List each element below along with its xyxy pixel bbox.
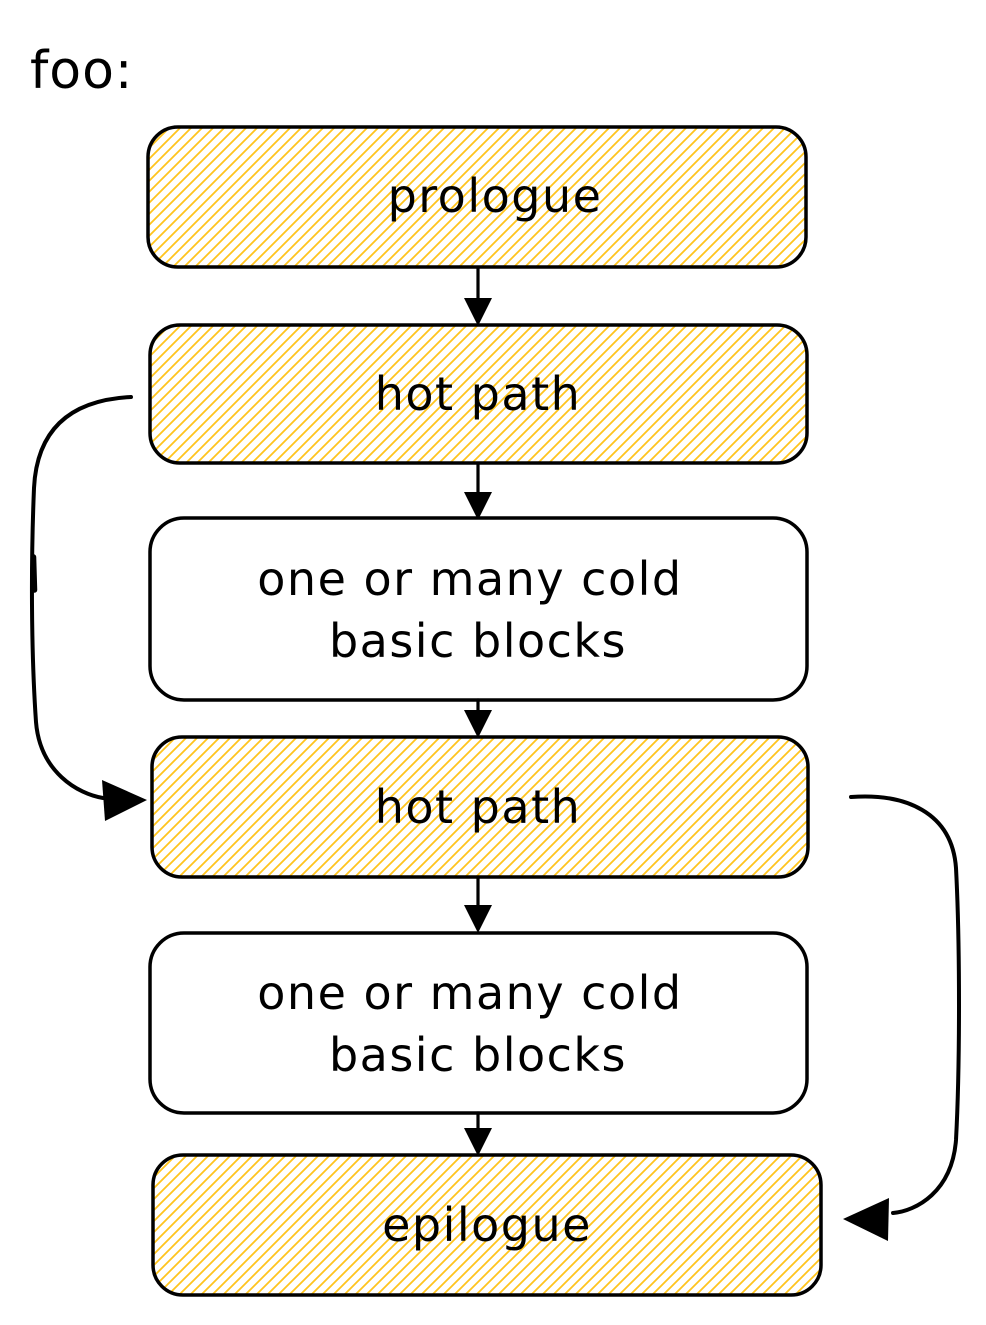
node-cold-blocks-1-label: one or many cold basic blocks [257,552,698,668]
arrowhead-down-icon [464,1128,492,1156]
bypass-curve-right [849,794,961,1215]
node-cold-blocks-1: one or many cold basic blocks [148,516,809,702]
node-cold-blocks-2: one or many cold basic blocks [148,931,809,1115]
node-cold-blocks-2-label: one or many cold basic blocks [257,966,698,1082]
node-cold-blocks-1-line-1: one or many cold [257,552,682,606]
node-hot-path-1-label: hot path [375,367,582,421]
function-label: foo: [30,41,133,101]
edge-hot-path-1-to-hot-path-2-bypass [29,395,147,821]
node-hot-path-2-box [150,735,810,879]
edge-hot-path-2-to-cold-blocks-2 [464,876,492,933]
node-epilogue-label: epilogue [382,1198,592,1252]
node-epilogue-box [151,1153,823,1297]
edge-cold-blocks-1-to-hot-path-2 [464,698,492,738]
node-hot-path-1: hot path [148,323,809,465]
edge-hot-path-1-to-cold-blocks-1 [464,462,492,520]
node-cold-blocks-1-line-2: basic blocks [329,614,627,668]
arrowhead-right-icon [102,780,147,821]
node-cold-blocks-2-line-1: one or many cold [257,966,682,1020]
arrowhead-down-icon [464,905,492,933]
edge-prologue-to-hot-path-1 [464,266,492,326]
bypass-curve-left-overlap-mark [30,554,38,593]
arrowhead-down-icon [464,710,492,738]
node-prologue-label: prologue [388,169,603,223]
node-epilogue: epilogue [151,1153,823,1297]
arrowhead-down-icon [464,298,492,326]
arrowhead-down-icon [464,492,492,520]
node-cold-blocks-2-line-2: basic blocks [329,1028,627,1082]
node-hot-path-2: hot path [150,735,810,879]
node-hot-path-2-label: hot path [375,780,582,834]
node-cold-blocks-2-box [148,931,809,1115]
edge-hot-path-2-to-epilogue-bypass [843,794,961,1241]
node-prologue: prologue [146,125,808,269]
bypass-curve-left [29,395,133,800]
node-cold-blocks-1-box [148,516,809,702]
arrowhead-left-icon [843,1198,889,1241]
edge-cold-blocks-2-to-epilogue [464,1111,492,1156]
